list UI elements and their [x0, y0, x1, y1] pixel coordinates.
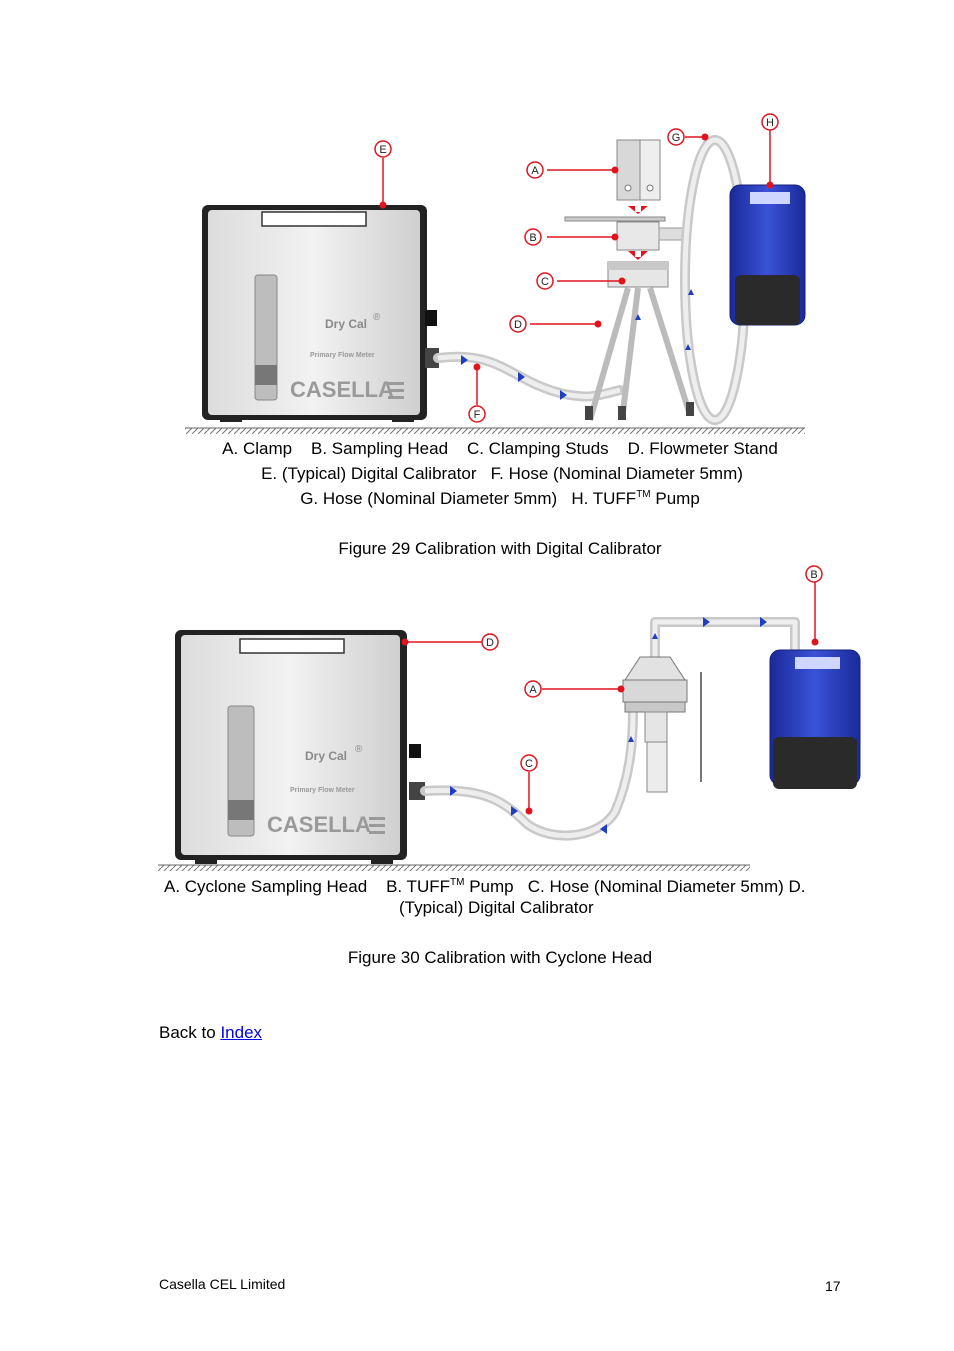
device-logo-text: CASELLA	[290, 377, 394, 402]
figure-29-legend-line-3: G. Hose (Nominal Diameter 5mm) H. TUFFTM…	[0, 489, 954, 509]
legend-item-a: A. Cyclone Sampling Head	[164, 877, 368, 896]
callout-markers	[401, 574, 819, 815]
figure-29-caption: Figure 29 Calibration with Digital Calib…	[338, 539, 662, 558]
legend-item-g: G. Hose (Nominal Diameter 5mm)	[300, 489, 558, 508]
device-brand-text: Dry Cal	[325, 317, 367, 331]
callout-markers	[379, 130, 774, 405]
cyclone-sampling-head	[622, 656, 702, 793]
index-link[interactable]: Index	[220, 1023, 263, 1042]
device-logo-text: CASELLA	[267, 812, 371, 837]
legend-item-c-d: C. Hose (Nominal Diameter 5mm) D.	[527, 877, 806, 896]
digital-calibrator-device: Dry Cal ® Primary Flow Meter CASELLA	[175, 630, 425, 864]
figure-30-illustration: Dry Cal ® Primary Flow Meter CASELLA	[155, 562, 875, 877]
callout-labels	[374, 113, 779, 423]
back-to-label: Back to	[159, 1023, 216, 1042]
legend-item-e: E. (Typical) Digital Calibrator	[261, 464, 477, 483]
figure-29-legend-line-1: A. Clamp B. Sampling Head C. Clamping St…	[0, 439, 954, 459]
svg-text:A: A	[529, 684, 537, 696]
figure-30-legend-line-1: A. Cyclone Sampling Head B. TUFFTM Pump …	[164, 877, 806, 897]
tuff-pump	[729, 184, 806, 326]
svg-text:®: ®	[355, 744, 363, 755]
svg-text:D: D	[486, 637, 494, 649]
device-subtitle-text: Primary Flow Meter	[290, 787, 355, 794]
flowmeter-stand	[585, 261, 694, 421]
figure-30-svg: Dry Cal ® Primary Flow Meter CASELLA	[158, 565, 861, 871]
legend-item-b: B. Sampling Head	[311, 439, 449, 458]
legend-item-d: D. Flowmeter Stand	[627, 439, 778, 458]
svg-text:E: E	[379, 144, 386, 156]
svg-text:B: B	[810, 569, 817, 581]
svg-text:G: G	[672, 132, 681, 144]
callout-labels	[481, 565, 823, 772]
svg-text:B: B	[529, 232, 536, 244]
legend-item-f: F. Hose (Nominal Diameter 5mm)	[490, 464, 743, 483]
figure-29-illustration: Dry Cal ® Primary Flow Meter CASELLA	[180, 110, 820, 440]
figure-29-svg: Dry Cal ® Primary Flow Meter CASELLA	[185, 113, 806, 434]
footer-company: Casella CEL Limited	[159, 1276, 286, 1292]
svg-text:®: ®	[373, 312, 381, 323]
device-subtitle-text: Primary Flow Meter	[310, 352, 375, 359]
figure-30-legend-line-2: (Typical) Digital Calibrator	[399, 898, 594, 917]
digital-calibrator-device: Dry Cal ® Primary Flow Meter CASELLA	[202, 205, 439, 422]
figure-29-legend-line-2: E. (Typical) Digital Calibrator F. Hose …	[0, 464, 954, 484]
svg-text:A: A	[531, 165, 539, 177]
page-number: 17	[825, 1278, 841, 1294]
legend-item-a: A. Clamp	[222, 439, 293, 458]
legend-item-c: C. Clamping Studs	[466, 439, 609, 458]
back-to-index: Back to Index	[159, 1023, 262, 1043]
tuff-pump	[769, 649, 861, 789]
legend-item-h: H. TUFFTM Pump	[571, 489, 700, 508]
svg-text:F: F	[474, 409, 481, 421]
svg-text:D: D	[514, 319, 522, 331]
svg-text:H: H	[766, 117, 774, 129]
ground-hatch	[158, 865, 750, 871]
figure-30-caption: Figure 30 Calibration with Cyclone Head	[347, 948, 653, 967]
device-brand-text: Dry Cal	[305, 749, 347, 763]
svg-text:C: C	[525, 758, 533, 770]
ground-hatch	[185, 428, 805, 434]
legend-item-b: B. TUFFTM Pump	[386, 877, 514, 896]
clamp	[616, 139, 661, 201]
sampling-head	[564, 206, 690, 260]
svg-text:C: C	[541, 276, 549, 288]
